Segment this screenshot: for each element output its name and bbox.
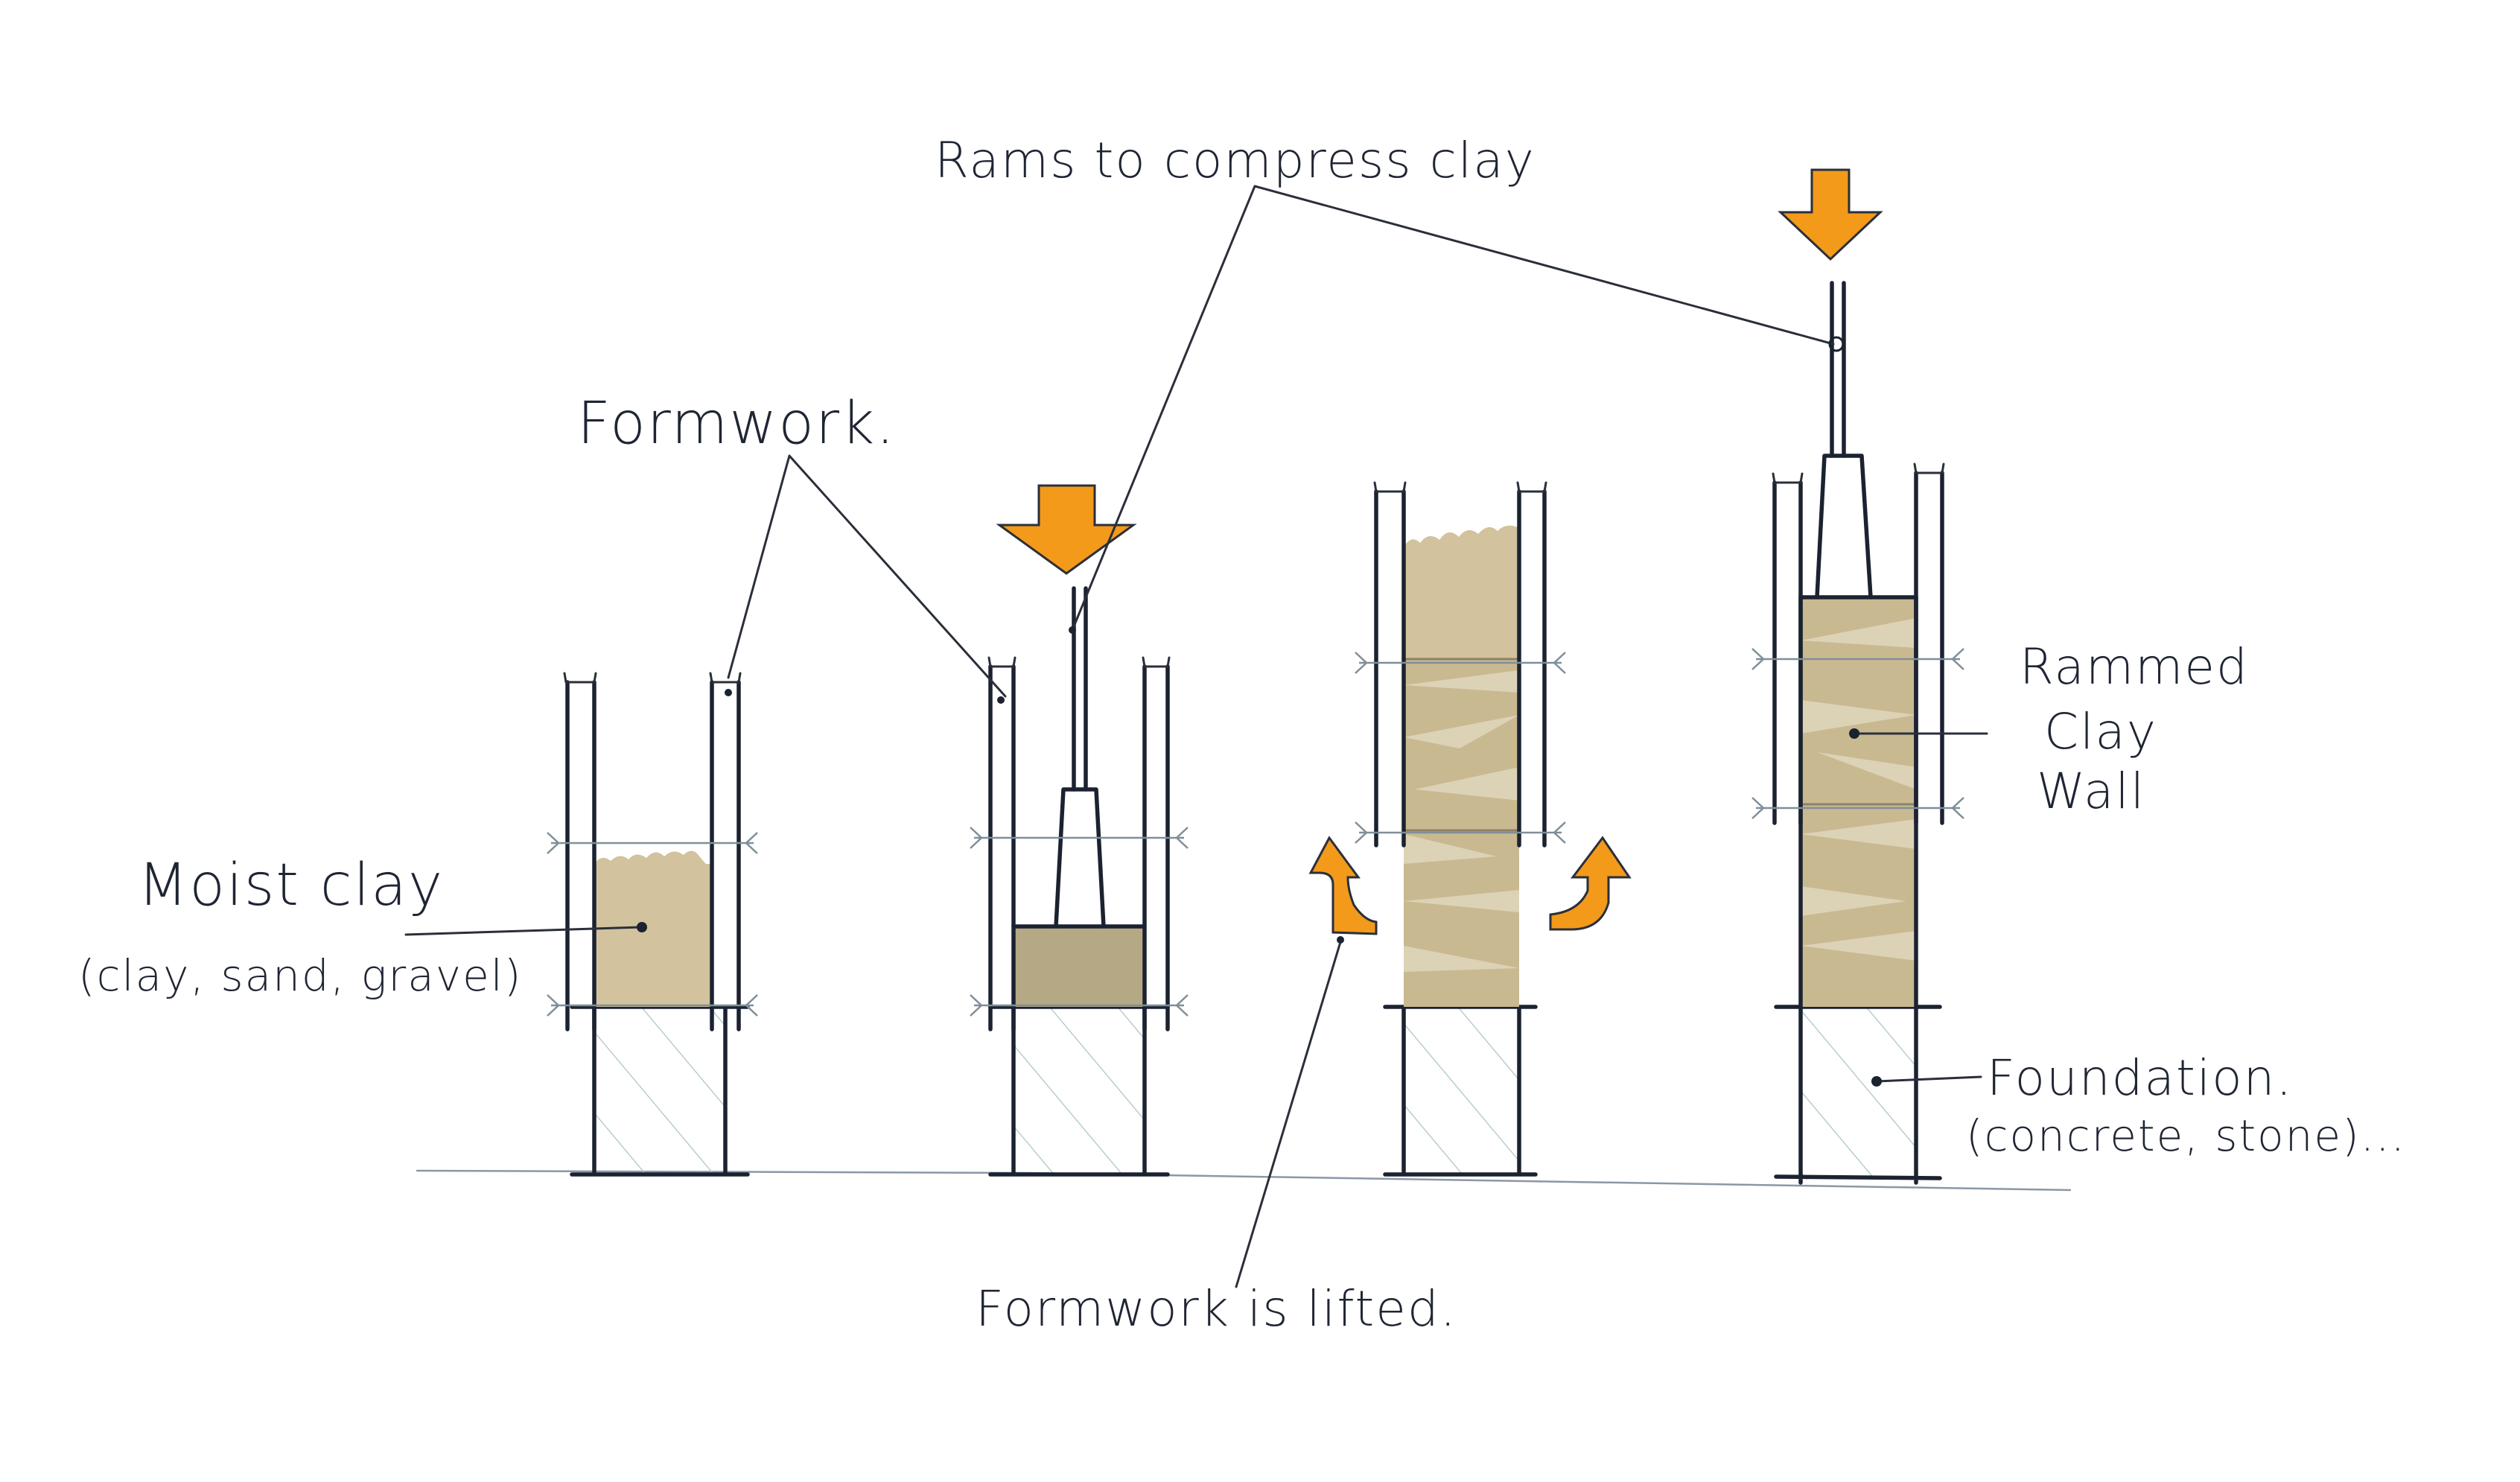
- stage-2-ram-head: [1054, 787, 1106, 929]
- label-foundation: Foundation.: [1987, 1049, 2293, 1107]
- stage-3-up-arrow-left: [1308, 836, 1378, 935]
- stage-3-up-arrow-right: [1549, 836, 1632, 931]
- stage-2-compressed-clay: [1014, 926, 1145, 1007]
- stage-3-clamps: [1355, 652, 1566, 844]
- stage-4-formwork-left: [1772, 480, 1803, 825]
- stage-4-column: [1751, 168, 1964, 1185]
- stage-1-foundation: [594, 1007, 725, 1173]
- leader-lines: [404, 185, 1988, 1288]
- stage-2-formwork-left: [988, 664, 1016, 1031]
- stage-1-clay-top: [594, 850, 712, 871]
- stage-4-clay-streaks: [1801, 618, 1916, 961]
- stage-2-ram-rod: [1072, 586, 1088, 792]
- label-rams: Rams to compress clay: [935, 132, 1536, 189]
- moist-clay-leader: [404, 926, 642, 936]
- stage-4-ram-rod: [1830, 281, 1846, 458]
- stage-3-formwork-right: [1517, 489, 1547, 847]
- stage-2-column: [970, 484, 1189, 1177]
- stage-4-down-arrow: [1778, 168, 1883, 261]
- stage-3-formwork-left: [1374, 489, 1406, 847]
- label-rammed-2: Clay: [2044, 703, 2157, 760]
- stage-3-clay-streaks: [1404, 670, 1519, 972]
- label-rammed-1: Rammed: [2020, 638, 2249, 696]
- label-foundation-detail: (concrete, stone)...: [1966, 1110, 2406, 1161]
- stage-4-clamps: [1751, 648, 1964, 819]
- stage-1-moist-clay: [594, 864, 712, 1007]
- stage-1-formwork-right: [710, 680, 741, 1031]
- stage-1-formwork-left: [565, 680, 596, 1031]
- stage-4-foundation: [1801, 1007, 1916, 1180]
- stage-1-clamps: [547, 832, 758, 1017]
- stage-3-foundation: [1404, 1007, 1519, 1173]
- label-rammed-3: Wall: [2037, 763, 2145, 820]
- rams-leader: [1071, 185, 1835, 632]
- stage-4-formwork-right: [1914, 471, 1944, 825]
- formwork-leader: [727, 454, 1007, 698]
- stage-2-clamps: [970, 827, 1189, 1017]
- label-moist-clay-detail: (clay, sand, gravel): [78, 950, 523, 1001]
- stage-2-down-arrow: [996, 484, 1137, 575]
- label-formwork: Formwork.: [577, 390, 896, 457]
- label-moist-clay: Moist clay: [138, 852, 444, 919]
- label-formwork-lifted: Formwork is lifted.: [976, 1280, 1457, 1338]
- stage-4-ram-head: [1815, 454, 1873, 600]
- stage-2-foundation: [1014, 1007, 1145, 1173]
- stage-3-column: [1308, 481, 1632, 1177]
- formwork-lifted-leader: [1235, 941, 1342, 1288]
- stage-1-column: [547, 672, 758, 1177]
- stage-2-formwork-right: [1142, 664, 1170, 1031]
- foundation-leader: [1875, 1075, 1982, 1083]
